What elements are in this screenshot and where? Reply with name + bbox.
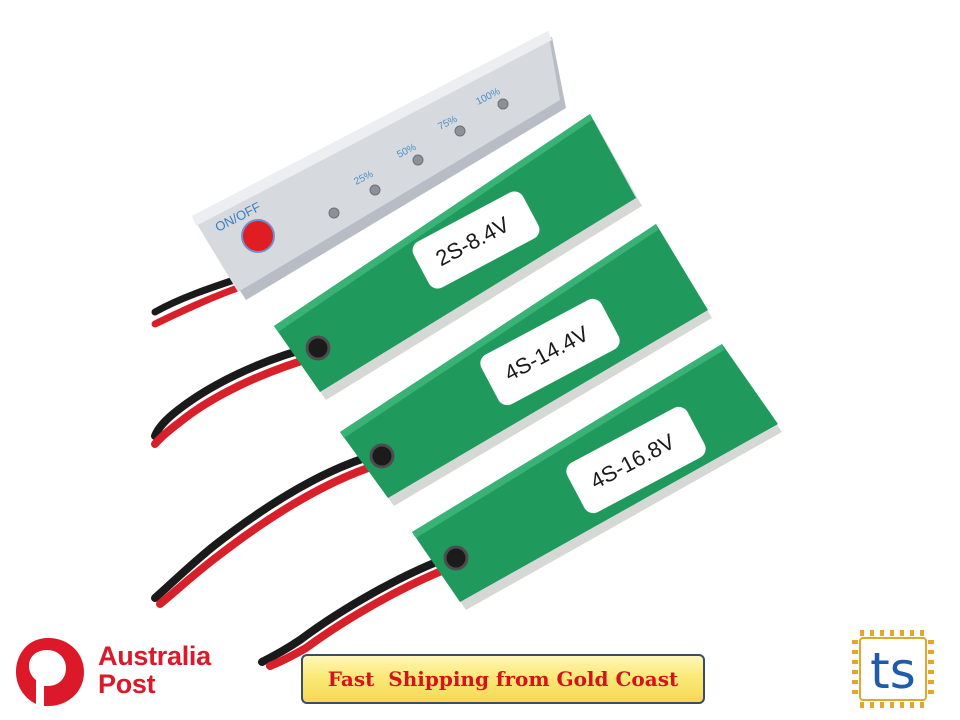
shipping-banner-text: Fast Shipping from Gold Coast (327, 667, 679, 691)
wire-grommet (443, 545, 469, 571)
board-sticker (566, 406, 706, 514)
led-indicator (412, 154, 424, 166)
led-indicator (369, 184, 381, 196)
battery-board-2: 4S-14.4V (340, 224, 712, 506)
australia-post-logo-icon (16, 638, 84, 706)
australia-post-wordmark: Australia Post (98, 642, 211, 698)
battery-board-1: 2S-8.4V (274, 114, 642, 400)
ts-logo-text: ts (870, 642, 916, 700)
wire-grommet (305, 335, 331, 361)
led-indicator (328, 207, 340, 219)
led-indicator (497, 98, 509, 110)
australia-post-brand: Australia Post (14, 634, 234, 710)
wire-grommet (369, 443, 395, 469)
ts-store-logo-icon: ts (852, 630, 934, 708)
brand-line-2: Post (98, 669, 156, 699)
power-button (241, 219, 275, 253)
board-sticker (480, 298, 620, 406)
wires (151, 274, 458, 670)
brand-line-1: Australia (98, 641, 211, 671)
board-sticker (412, 191, 540, 289)
led-indicator (454, 125, 466, 137)
display-module: ON/OFF 25% 50% 75% 100% (192, 31, 566, 300)
battery-board-3: 4S-16.8V (412, 344, 782, 610)
shipping-banner: Fast Shipping from Gold Coast (301, 654, 705, 704)
